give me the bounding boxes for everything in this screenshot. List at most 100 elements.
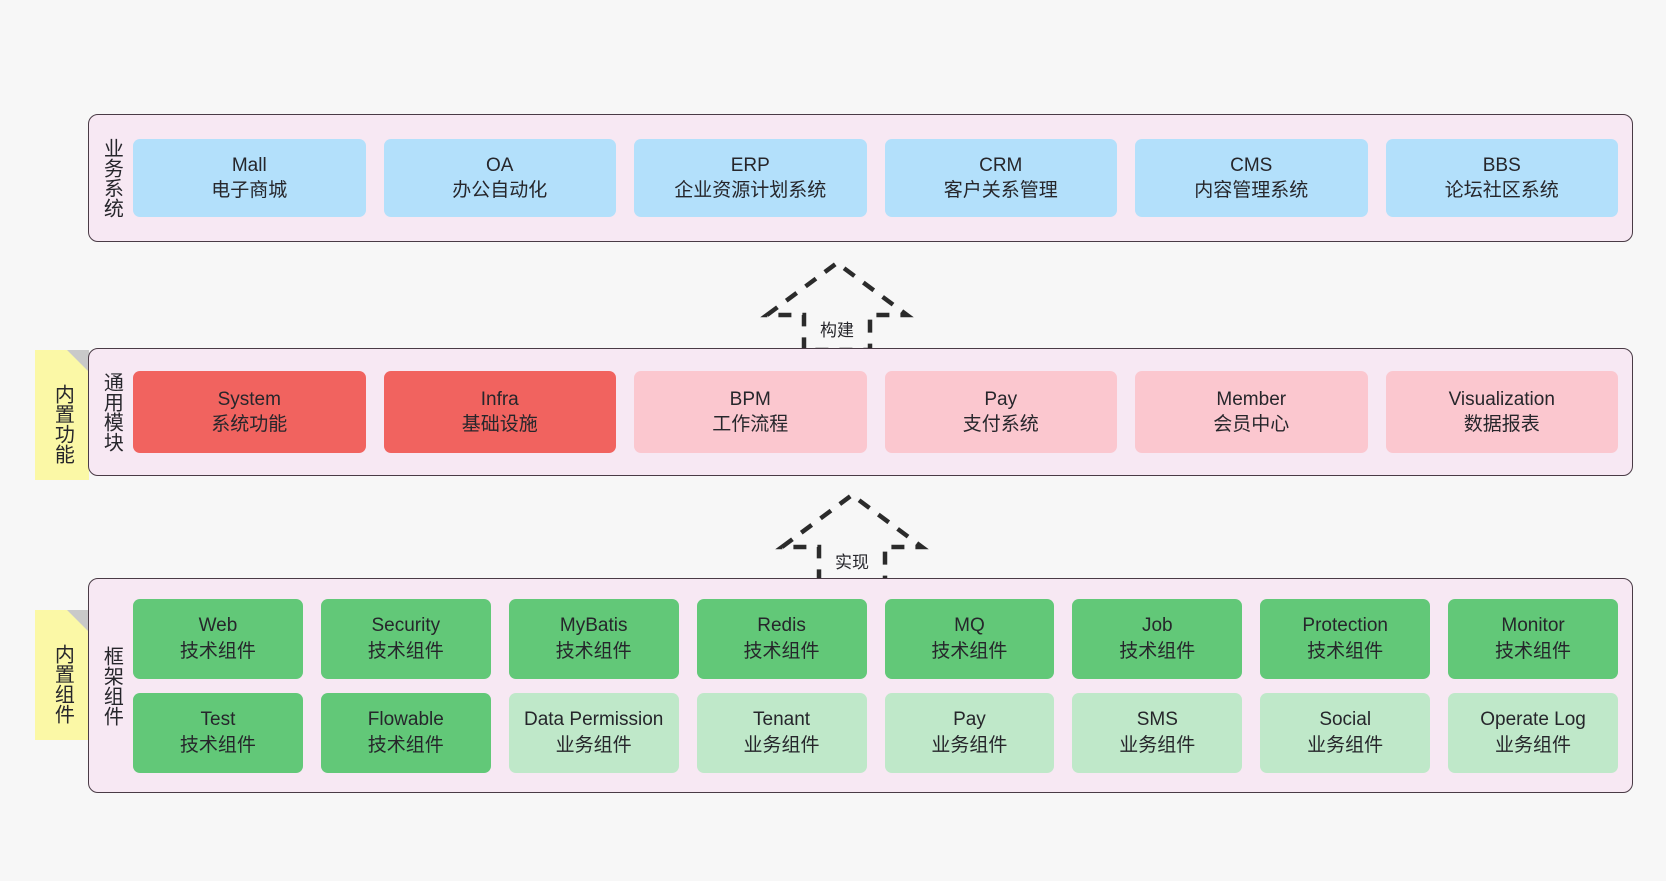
component-card-protection[interactable]: Protection 技术组件 [1260, 598, 1431, 679]
module-card-subtitle: 工作流程 [712, 414, 789, 435]
arrow-realize: 实现 [772, 490, 932, 585]
module-card-crm[interactable]: CRM 客户关系管理 [884, 139, 1117, 217]
component-card-monitor[interactable]: Monitor 技术组件 [1448, 598, 1618, 679]
module-card-oa[interactable]: OA 办公自动化 [383, 139, 616, 217]
component-card-title: Protection [1302, 615, 1388, 637]
component-card-title: Pay [953, 709, 986, 731]
module-card-erp[interactable]: ERP 企业资源计划系统 [634, 139, 867, 217]
cell-row: Test 技术组件 Flowable 技术组件 Data Permission … [133, 692, 1618, 773]
component-card-subtitle: 技术组件 [179, 734, 256, 756]
module-card-subtitle: 支付系统 [962, 414, 1039, 435]
cell-row: Web 技术组件 Security 技术组件 MyBatis 技术组件 Redi… [133, 598, 1618, 679]
component-card-pay[interactable]: Pay 业务组件 [884, 692, 1055, 773]
component-card-title: SMS [1136, 709, 1178, 731]
module-card-subtitle: 电子商城 [211, 180, 288, 201]
module-card-subtitle: 内容管理系统 [1194, 180, 1309, 201]
module-card-member[interactable]: Member 会员中心 [1135, 371, 1368, 453]
component-card-title: MyBatis [559, 615, 628, 637]
component-card-data-permission[interactable]: Data Permission 业务组件 [508, 692, 679, 773]
module-card-bpm[interactable]: BPM 工作流程 [634, 371, 867, 453]
module-card-title: OA [486, 154, 514, 176]
cell-row: System 系统功能 Infra 基础设施 BPM 工作流程 Pay 支付系统… [133, 371, 1618, 453]
component-card-web[interactable]: Web 技术组件 [133, 598, 303, 679]
layer-business-system-title: 业务系统 [100, 138, 123, 218]
module-card-system[interactable]: System 系统功能 [133, 371, 366, 453]
layer-framework-component: 框架组件 Web 技术组件 Security 技术组件 MyBatis 技术组件… [88, 578, 1633, 793]
component-card-title: Test [200, 709, 236, 731]
component-card-security[interactable]: Security 技术组件 [320, 598, 491, 679]
component-card-job[interactable]: Job 技术组件 [1072, 598, 1243, 679]
arrow-build: 构建 [757, 258, 917, 353]
layer-business-system-body: Mall 电子商城 OA 办公自动化 ERP 企业资源计划系统 CRM 客户关系… [133, 115, 1632, 241]
component-card-title: Job [1141, 615, 1173, 637]
module-card-infra[interactable]: Infra 基础设施 [383, 371, 616, 453]
module-card-subtitle: 基础设施 [461, 414, 538, 435]
module-card-cms[interactable]: CMS 内容管理系统 [1135, 139, 1368, 217]
component-card-title: Tenant [753, 709, 811, 731]
module-card-title: ERP [730, 154, 770, 176]
component-card-title: Social [1319, 709, 1372, 731]
module-card-mall[interactable]: Mall 电子商城 [133, 139, 366, 217]
module-card-title: Mall [231, 154, 267, 176]
module-card-subtitle: 客户关系管理 [943, 180, 1058, 201]
module-card-subtitle: 企业资源计划系统 [674, 180, 827, 201]
arrow-realize-icon [775, 492, 929, 585]
layer-framework-component-body: Web 技术组件 Security 技术组件 MyBatis 技术组件 Redi… [133, 579, 1632, 792]
component-card-subtitle: 技术组件 [555, 640, 632, 662]
layer-common-module-body: System 系统功能 Infra 基础设施 BPM 工作流程 Pay 支付系统… [133, 349, 1632, 475]
module-card-title: System [217, 388, 281, 410]
layer-common-module-title: 通用模块 [100, 372, 123, 452]
component-card-subtitle: 技术组件 [367, 734, 444, 756]
component-card-subtitle: 技术组件 [1119, 640, 1196, 662]
component-card-title: Monitor [1501, 615, 1565, 637]
layer-business-system: 业务系统 Mall 电子商城 OA 办公自动化 ERP 企业资源计划系统 CRM… [88, 114, 1633, 242]
component-card-title: Operate Log [1480, 709, 1586, 731]
component-card-title: MQ [954, 615, 985, 637]
component-card-test[interactable]: Test 技术组件 [133, 692, 303, 773]
module-card-pay[interactable]: Pay 支付系统 [884, 371, 1117, 453]
module-card-title: CMS [1230, 154, 1273, 176]
component-card-mq[interactable]: MQ 技术组件 [884, 598, 1055, 679]
component-card-mybatis[interactable]: MyBatis 技术组件 [508, 598, 679, 679]
component-card-title: Data Permission [523, 709, 664, 731]
component-card-subtitle: 技术组件 [931, 640, 1008, 662]
module-card-title: Infra [480, 388, 519, 410]
component-card-subtitle: 业务组件 [555, 734, 632, 756]
component-card-title: Redis [757, 615, 806, 637]
module-card-title: BBS [1482, 154, 1521, 176]
component-card-tenant[interactable]: Tenant 业务组件 [696, 692, 867, 773]
module-card-title: Visualization [1448, 388, 1555, 410]
module-card-subtitle: 论坛社区系统 [1444, 180, 1559, 201]
component-card-subtitle: 技术组件 [179, 640, 256, 662]
arrow-build-icon [760, 260, 914, 353]
component-card-subtitle: 业务组件 [1495, 734, 1572, 756]
component-card-title: Web [198, 615, 238, 637]
component-card-subtitle: 业务组件 [1119, 734, 1196, 756]
arrow-build-label: 构建 [820, 321, 854, 340]
module-card-title: CRM [979, 154, 1023, 176]
component-card-subtitle: 业务组件 [743, 734, 820, 756]
component-card-redis[interactable]: Redis 技术组件 [696, 598, 867, 679]
layer-common-module: 通用模块 System 系统功能 Infra 基础设施 BPM 工作流程 Pay… [88, 348, 1633, 476]
component-card-title: Flowable [367, 709, 444, 731]
module-card-title: Pay [984, 388, 1018, 410]
component-card-subtitle: 技术组件 [1307, 640, 1384, 662]
component-card-title: Security [371, 615, 441, 637]
component-card-operate-log[interactable]: Operate Log 业务组件 [1448, 692, 1618, 773]
component-card-subtitle: 技术组件 [743, 640, 820, 662]
module-card-title: BPM [729, 388, 771, 410]
module-card-bbs[interactable]: BBS 论坛社区系统 [1385, 139, 1618, 217]
note-builtin-components: 内置组件 [35, 610, 89, 740]
component-card-flowable[interactable]: Flowable 技术组件 [320, 692, 491, 773]
cell-row: Mall 电子商城 OA 办公自动化 ERP 企业资源计划系统 CRM 客户关系… [133, 139, 1618, 217]
component-card-social[interactable]: Social 业务组件 [1260, 692, 1431, 773]
module-card-visualization[interactable]: Visualization 数据报表 [1385, 371, 1618, 453]
module-card-subtitle: 会员中心 [1213, 414, 1290, 435]
module-card-subtitle: 系统功能 [211, 414, 288, 435]
module-card-subtitle: 办公自动化 [452, 180, 548, 201]
note-builtin-components-label: 内置组件 [51, 644, 74, 724]
note-builtin-functions-label: 内置功能 [51, 384, 74, 464]
component-card-subtitle: 技术组件 [367, 640, 444, 662]
component-card-sms[interactable]: SMS 业务组件 [1072, 692, 1243, 773]
